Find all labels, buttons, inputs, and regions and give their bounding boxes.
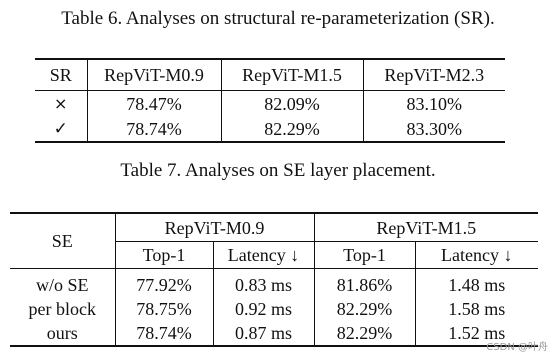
table6-cell: 78.74% xyxy=(86,116,221,142)
sr-off-cross-mark: × xyxy=(54,93,68,113)
table7-cell: 1.48 ms xyxy=(414,268,538,297)
table7-group-row: SE RepViT-M0.9 RepViT-M1.5 xyxy=(10,213,538,269)
table7-cell: 1.58 ms xyxy=(414,297,538,321)
table6-cell: 82.29% xyxy=(220,116,363,142)
table7: SE RepViT-M0.9 RepViT-M1.5 Top-1 Latency… xyxy=(10,212,538,347)
table7-row-label: ours xyxy=(46,323,78,343)
table7-group-m09: RepViT-M0.9 xyxy=(114,213,314,242)
table6-header-m09: RepViT-M0.9 xyxy=(86,59,221,91)
table7-cell: 1.52 ms xyxy=(414,321,538,346)
table7-cell: 81.86% xyxy=(313,268,415,297)
table7-cell: 82.29% xyxy=(313,321,415,346)
table7-cell: 0.92 ms xyxy=(212,297,314,321)
table-row: × 78.47% 82.09% 83.10% xyxy=(35,90,505,116)
table7-caption: Table 7. Analyses on SE layer placement. xyxy=(120,160,436,181)
table7-row-label: w/o SE xyxy=(35,275,89,295)
table6-caption: Table 6. Analyses on structural re-param… xyxy=(61,8,495,29)
table7-subheader-top1: Top-1 xyxy=(313,241,415,269)
table-row: ours 78.74% 0.87 ms 82.29% 1.52 ms xyxy=(10,321,538,346)
csdn-watermark: CSDN @叶舟 xyxy=(486,342,548,353)
table6-cell: 83.30% xyxy=(362,116,505,142)
table-row: per block 78.75% 0.92 ms 82.29% 1.58 ms xyxy=(10,297,538,321)
table7-row-label: per block xyxy=(28,299,96,319)
table7-cell: 78.74% xyxy=(114,321,213,346)
table6-header-m23: RepViT-M2.3 xyxy=(362,59,505,91)
table7-subheader-top1: Top-1 xyxy=(114,241,213,269)
table7-cell: 82.29% xyxy=(313,297,415,321)
table7-subheader-latency: Latency ↓ xyxy=(414,241,538,269)
table7-subheader-row: Top-1 Latency ↓ Top-1 Latency ↓ xyxy=(10,241,538,269)
table6-cell: 78.47% xyxy=(86,90,221,116)
table-row: ✓ 78.74% 82.29% 83.30% xyxy=(35,116,505,142)
table7-cell: 77.92% xyxy=(114,268,213,297)
table7-header-se: SE xyxy=(10,213,115,269)
table6-header-row: SR RepViT-M0.9 RepViT-M1.5 RepViT-M2.3 xyxy=(35,59,505,91)
table6-cell: 83.10% xyxy=(362,90,505,116)
sr-on-check-mark: ✓ xyxy=(53,118,68,139)
table7-cell: 0.83 ms xyxy=(212,268,314,297)
table6-cell: 82.09% xyxy=(220,90,363,116)
table7-subheader-latency: Latency ↓ xyxy=(212,241,314,269)
table-row: w/o SE 77.92% 0.83 ms 81.86% 1.48 ms xyxy=(10,268,538,297)
table7-cell: 0.87 ms xyxy=(212,321,314,346)
table7-group-m15: RepViT-M1.5 xyxy=(313,213,538,242)
table6-header-sr: SR xyxy=(49,65,72,85)
table7-cell: 78.75% xyxy=(114,297,213,321)
table6: SR RepViT-M0.9 RepViT-M1.5 RepViT-M2.3 ×… xyxy=(35,58,505,143)
table6-header-m15: RepViT-M1.5 xyxy=(220,59,363,91)
